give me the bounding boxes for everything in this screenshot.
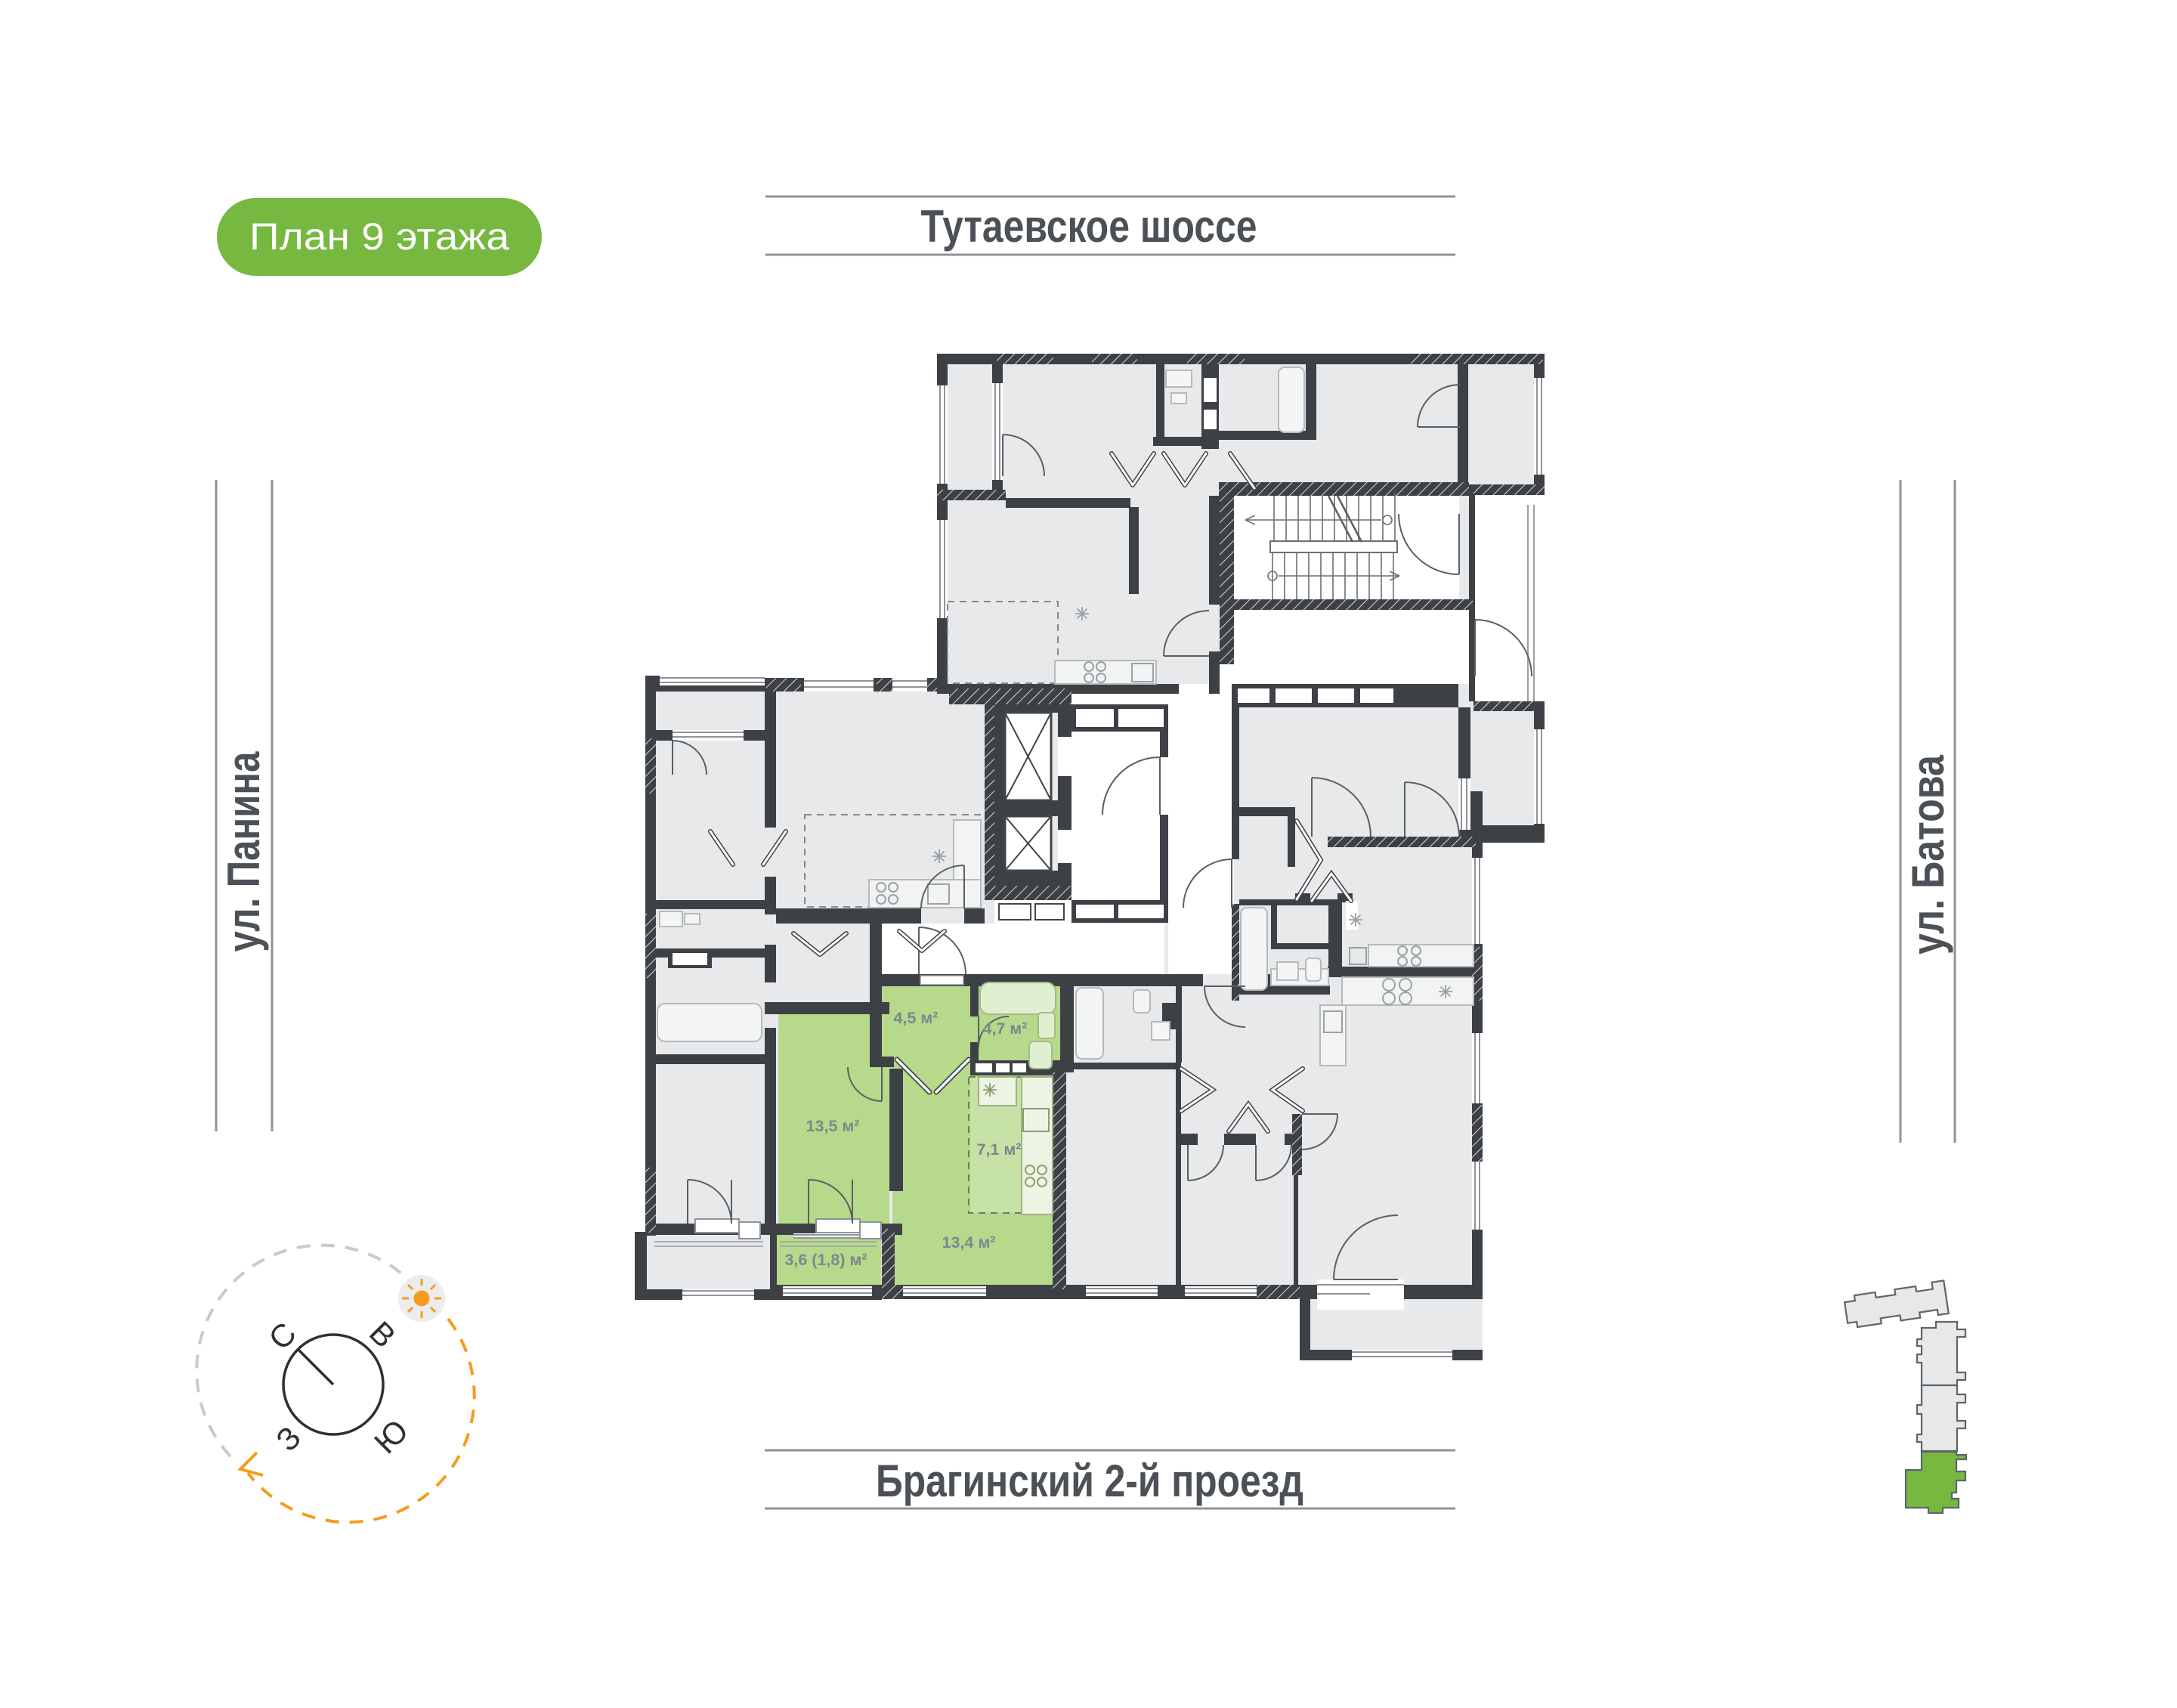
svg-text:Ю: Ю [367, 1413, 415, 1460]
svg-text:ул. Панина: ул. Панина [218, 751, 269, 952]
svg-text:7,1 м²: 7,1 м² [977, 1140, 1022, 1159]
svg-text:Тутаевское шоссе: Тутаевское шоссе [921, 201, 1257, 252]
svg-text:13,5 м²: 13,5 м² [806, 1117, 860, 1135]
svg-text:3,6 (1,8) м²: 3,6 (1,8) м² [784, 1251, 867, 1269]
svg-text:Брагинский 2-й проезд: Брагинский 2-й проезд [876, 1456, 1303, 1506]
svg-text:План 9 этажа: План 9 этажа [249, 215, 509, 258]
svg-text:ул. Батова: ул. Батова [1903, 754, 1953, 955]
svg-text:4,5 м²: 4,5 м² [894, 1009, 939, 1027]
svg-text:13,4 м²: 13,4 м² [942, 1233, 996, 1252]
svg-text:З: З [269, 1419, 308, 1458]
svg-text:4,7 м²: 4,7 м² [983, 1020, 1028, 1038]
